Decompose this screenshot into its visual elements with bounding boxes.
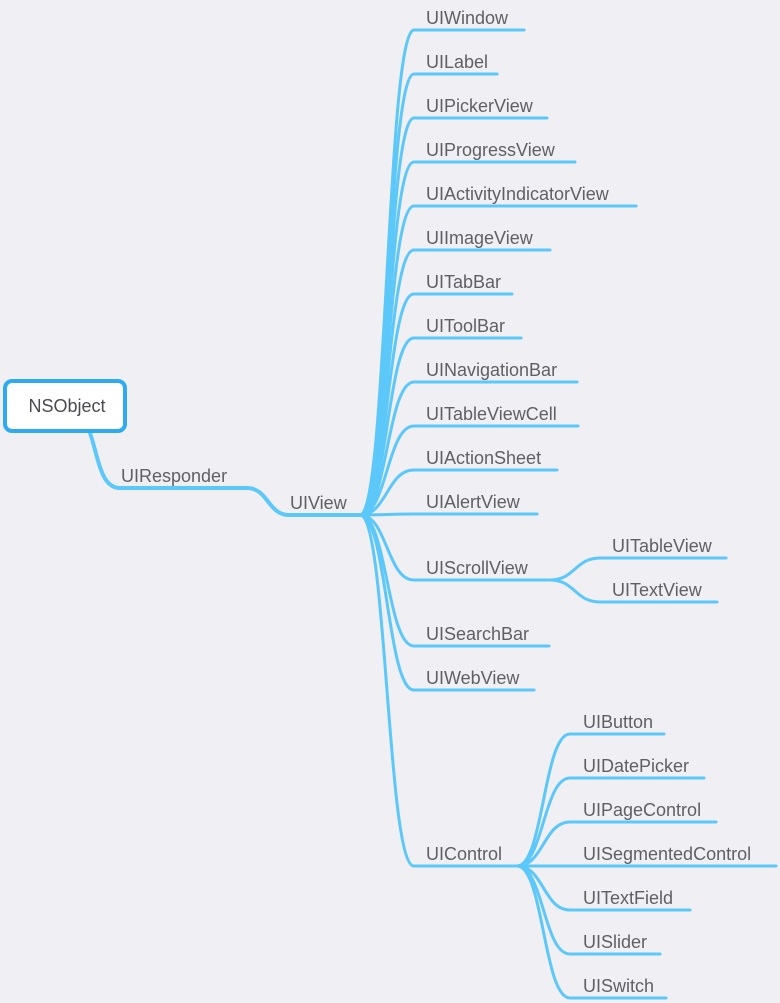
edge-uicontrol-switch xyxy=(515,864,572,1000)
edge-uiview-webview xyxy=(358,513,416,692)
node-textview[interactable]: UITextView xyxy=(612,580,703,600)
node-imageview[interactable]: UIImageView xyxy=(426,228,534,248)
node-segmentedcontrol[interactable]: UISegmentedControl xyxy=(583,844,751,864)
edge-uicontrol-datepicker xyxy=(515,776,572,868)
node-slider[interactable]: UISlider xyxy=(583,932,647,952)
edge-uiscrollview-textview xyxy=(548,578,602,604)
node-uiview[interactable]: UIView xyxy=(290,493,348,513)
node-webview[interactable]: UIWebView xyxy=(426,668,520,688)
node-tabbar[interactable]: UITabBar xyxy=(426,272,501,292)
node-pickerview[interactable]: UIPickerView xyxy=(426,96,534,116)
node-alertview[interactable]: UIAlertView xyxy=(426,492,521,512)
edge-uiview-searchbar xyxy=(358,513,416,648)
node-toolbar[interactable]: UIToolBar xyxy=(426,316,505,336)
edge-uiresponder-uiview xyxy=(245,486,291,517)
node-tableviewcell[interactable]: UITableViewCell xyxy=(426,404,557,424)
node-activityindicatorview[interactable]: UIActivityIndicatorView xyxy=(426,184,610,204)
connector-lines xyxy=(88,28,778,1000)
node-datepicker[interactable]: UIDatePicker xyxy=(583,756,689,776)
edge-uiview-alertview xyxy=(358,512,416,517)
node-switch[interactable]: UISwitch xyxy=(583,976,654,996)
node-window[interactable]: UIWindow xyxy=(426,8,509,28)
node-navigationbar[interactable]: UINavigationBar xyxy=(426,360,557,380)
edge-uiscrollview-tableview xyxy=(548,556,602,582)
edge-nsobject-uiresponder xyxy=(88,431,122,490)
node-searchbar[interactable]: UISearchBar xyxy=(426,624,529,644)
node-tableview[interactable]: UITableView xyxy=(612,536,713,556)
node-progressview[interactable]: UIProgressView xyxy=(426,140,556,160)
edge-uiview-control xyxy=(358,513,416,868)
node-textfield[interactable]: UITextField xyxy=(583,888,673,908)
node-label[interactable]: UILabel xyxy=(426,52,488,72)
node-scrollview[interactable]: UIScrollView xyxy=(426,558,529,578)
root-node-nsobject[interactable]: NSObject xyxy=(3,379,127,433)
edge-uicontrol-button xyxy=(515,732,572,868)
edge-uiview-navigationbar xyxy=(358,380,416,517)
root-node-label: NSObject xyxy=(28,395,106,416)
edge-uiview-tableviewcell xyxy=(358,424,416,517)
node-pagecontrol[interactable]: UIPageControl xyxy=(583,800,701,820)
node-uiresponder[interactable]: UIResponder xyxy=(121,466,227,486)
node-control[interactable]: UIControl xyxy=(426,844,502,864)
node-actionsheet[interactable]: UIActionSheet xyxy=(426,448,541,468)
node-button[interactable]: UIButton xyxy=(583,712,653,732)
